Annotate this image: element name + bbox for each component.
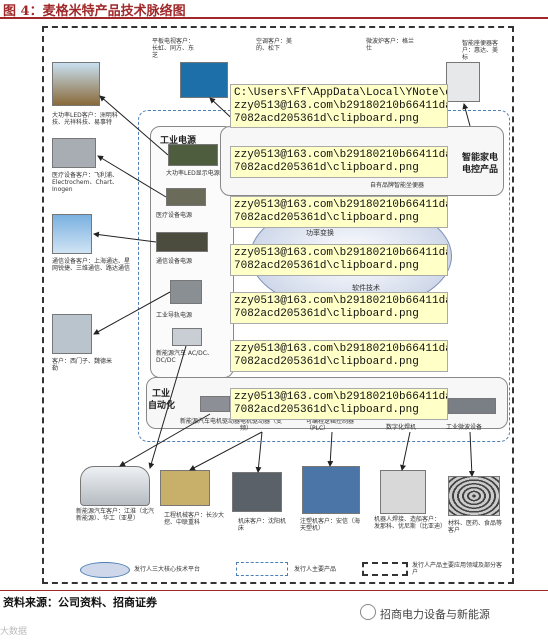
core-tech-label-1: 功率变换	[306, 229, 334, 237]
auto-product-5: 工业微波设备	[446, 424, 483, 431]
power-product-2: 医疗设备电源	[156, 212, 193, 219]
microwave-equipment-image	[448, 398, 496, 414]
crane-image	[160, 470, 210, 506]
watermark: 大数据	[0, 627, 28, 637]
clipboard-path-line: 7082acd205361d\clipboard.png	[234, 113, 419, 125]
clipboard-tooltip-5: zzy0513@163.com\b29180210b66411da3 7082a…	[230, 292, 448, 324]
telecom-power-image	[156, 232, 208, 252]
top-customer-4: 智能座便器客户：惠达、美标	[462, 40, 499, 61]
power-product-1: 大功率LED显示电源	[166, 170, 220, 177]
publisher-logo-text: 招商电力设备与新能源	[380, 608, 490, 621]
title-underline	[0, 17, 548, 19]
clipboard-path-line: zzy0513@163.com\b29180210b66411da3	[234, 343, 448, 355]
clipboard-tooltip-1: C:\Users\Ff\AppData\Local\YNote\data\ zz…	[230, 84, 448, 128]
smart-home-label-2: 电控产品	[462, 165, 499, 175]
tv-image	[180, 62, 228, 98]
top-customer-1: 平板电视客户：长虹、同方、东芝	[152, 38, 195, 59]
clipboard-path-line: zzy0513@163.com\b29180210b66411da3	[234, 100, 448, 112]
bottom-customer-3: 机床客户：沈阳机床	[238, 518, 287, 532]
footer-divider	[0, 590, 548, 591]
rail-power-image	[170, 280, 202, 304]
legend-customers-swatch	[362, 562, 408, 576]
medical-power-image	[166, 188, 206, 206]
clipboard-tooltip-7: zzy0513@163.com\b29180210b66411da3 7082a…	[230, 388, 448, 420]
industrial-customer-image	[52, 314, 92, 354]
car-image	[80, 466, 150, 506]
smart-home-label-1: 智能家电	[462, 153, 499, 163]
bottom-customer-2: 工程机械客户：长沙大挖、中联重科	[164, 512, 225, 526]
welding-robot-image	[380, 470, 426, 514]
clipboard-path-line: zzy0513@163.com\b29180210b66411da3	[234, 247, 448, 259]
telecom-customer-image	[52, 214, 92, 254]
auto-product-2: 电机驱动器（变频）	[240, 418, 283, 432]
clipboard-tooltip-3: zzy0513@163.com\b29180210b66411da3 7082a…	[230, 196, 448, 228]
smart-home-brand: 自有品牌智能坐便器	[370, 182, 425, 189]
injection-machine-image	[302, 466, 360, 514]
led-power-image	[168, 144, 218, 166]
wechat-icon	[360, 604, 376, 620]
power-product-5: 新能源汽车 AC/DC、DC/DC	[156, 350, 213, 364]
clipboard-path-line: zzy0513@163.com\b29180210b66411da3	[234, 295, 448, 307]
source-note: 资料来源：公司资料、招商证券	[3, 596, 157, 609]
industrial-power-label: 工业电源	[160, 136, 197, 146]
clipboard-tooltip-4: zzy0513@163.com\b29180210b66411da3 7082a…	[230, 244, 448, 276]
clipboard-path-line: 7082acd205361d\clipboard.png	[234, 260, 419, 272]
left-customer-1: 大功率LED客户：洲明科技、光祥科技、易事特	[52, 112, 118, 126]
clipboard-path-line: 7082acd205361d\clipboard.png	[234, 212, 419, 224]
clipboard-path-line: 7082acd205361d\clipboard.png	[234, 356, 419, 368]
led-customer-image	[52, 62, 100, 106]
legend: 发行人三大核心技术平台 发行人主要产品 发行人产品主要应用领域及部分客户	[66, 558, 506, 580]
auto-product-3: 可编程逻辑控制器（PLC）	[306, 418, 355, 432]
industrial-auto-label-2: 自动化	[148, 401, 176, 411]
smart-home-box	[220, 126, 504, 196]
power-product-4: 工业导轨电源	[156, 312, 193, 319]
legend-core-swatch	[80, 562, 130, 578]
industrial-auto-label-1: 工业	[152, 389, 171, 399]
power-product-3: 通信设备电源	[156, 258, 193, 265]
clipboard-path-line: 7082acd205361d\clipboard.png	[234, 404, 419, 416]
core-tech-label-3: 软件技术	[352, 284, 380, 292]
bottom-customer-5: 机器人焊接、造船客户：发那科、优尼斯（比亚迪）	[374, 516, 447, 530]
legend-core-label: 发行人三大核心技术平台	[134, 566, 201, 573]
medical-customer-image	[52, 138, 96, 168]
ev-power-image	[172, 328, 202, 346]
legend-products-label: 发行人主要产品	[294, 566, 337, 573]
bottom-customer-6: 材料、医药、食品等客户	[448, 520, 503, 534]
legend-products-swatch	[236, 562, 288, 576]
left-customer-3: 通信设备客户：上海通达、星网锐捷、三维通信、路达通信	[52, 258, 131, 272]
figure-title: 图 4：麦格米特产品技术脉络图	[3, 4, 186, 19]
clipboard-tooltip-6: zzy0513@163.com\b29180210b66411da3 7082a…	[230, 340, 448, 372]
left-customer-2: 医疗设备客户：飞利浦、Electrochem、Chart、Inogen	[52, 172, 119, 193]
clipboard-path-line: zzy0513@163.com\b29180210b66411da3	[234, 149, 448, 161]
clipboard-path-line: 7082acd205361d\clipboard.png	[234, 162, 419, 174]
left-customer-4: 客户：西门子、魏德米勒	[52, 358, 113, 372]
customer-frame	[42, 26, 514, 584]
clipboard-path-line: 7082acd205361d\clipboard.png	[234, 308, 419, 320]
auto-product-4: 数字化焊机	[386, 424, 417, 431]
toilet-image	[446, 62, 480, 102]
auto-product-1: 新能源汽车电机驱动器	[180, 418, 241, 425]
clipboard-path-line: C:\Users\Ff\AppData\Local\YNote\data\	[234, 87, 447, 99]
clipboard-path-line: zzy0513@163.com\b29180210b66411da3	[234, 199, 448, 211]
clipboard-path-line: zzy0513@163.com\b29180210b66411da3	[234, 391, 448, 403]
ev-motor-image	[200, 396, 230, 412]
bottom-customer-1: 新能源汽车客户：江淮（北汽新能源）、华工（亚星）	[76, 508, 155, 522]
clipboard-tooltip-2: zzy0513@163.com\b29180210b66411da3 7082a…	[230, 146, 448, 178]
bottom-customer-4: 注塑机客户：安信（海天塑机）	[300, 518, 361, 532]
top-customer-3: 微波炉客户：格兰仕	[366, 38, 415, 52]
top-customer-2: 空调客户：美的、松下	[256, 38, 293, 52]
machine-tool-image	[232, 472, 282, 512]
legend-customers-label: 发行人产品主要应用领域及部分客户	[412, 562, 503, 576]
